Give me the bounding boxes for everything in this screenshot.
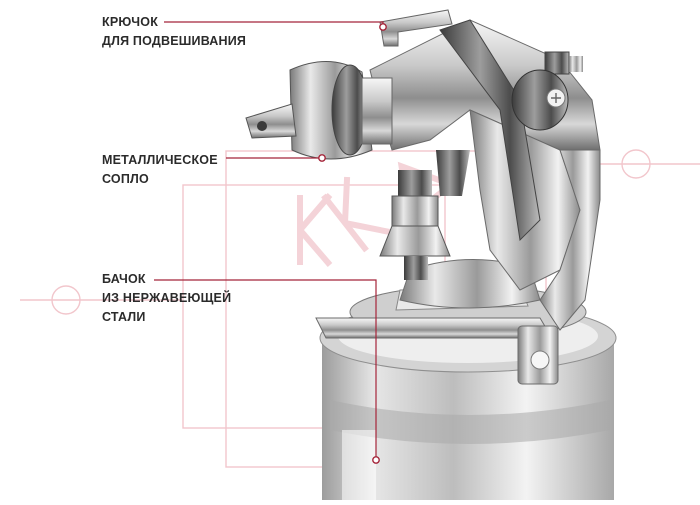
- leader-dot-tank: [372, 456, 380, 464]
- gun-body: [369, 19, 601, 331]
- tank-lid: [315, 259, 587, 385]
- hanging-hook: [379, 9, 453, 47]
- callout-hook-line2: ДЛЯ ПОДВЕШИВАНИЯ: [102, 34, 247, 48]
- feed-fitting: [379, 170, 451, 280]
- leader-line-tank: [154, 279, 377, 460]
- callout-nozzle: МЕТАЛЛИЧЕСКОЕ СОПЛО: [102, 151, 218, 189]
- leader-dot-nozzle: [318, 154, 326, 162]
- callout-tank-line1: БАЧОК: [102, 272, 146, 286]
- callout-nozzle-line2: СОПЛО: [102, 172, 149, 186]
- callout-tank-line3: СТАЛИ: [102, 310, 146, 324]
- callout-hook: КРЮЧОК ДЛЯ ПОДВЕШИВАНИЯ: [102, 13, 246, 51]
- leader-dot-hook: [379, 23, 387, 31]
- callout-tank-line2: ИЗ НЕРЖАВЕЮЩЕЙ: [102, 291, 232, 305]
- metal-nozzle: [245, 61, 393, 160]
- adjustment-knob-side: [511, 69, 569, 131]
- adjustment-knob-top: [544, 51, 583, 75]
- callout-tank: БАЧОК ИЗ НЕРЖАВЕЮЩЕЙ СТАЛИ: [102, 270, 231, 327]
- callout-hook-line1: КРЮЧОК: [102, 15, 159, 29]
- callout-nozzle-line1: МЕТАЛЛИЧЕСКОЕ: [102, 153, 218, 167]
- leader-dots: [318, 23, 387, 464]
